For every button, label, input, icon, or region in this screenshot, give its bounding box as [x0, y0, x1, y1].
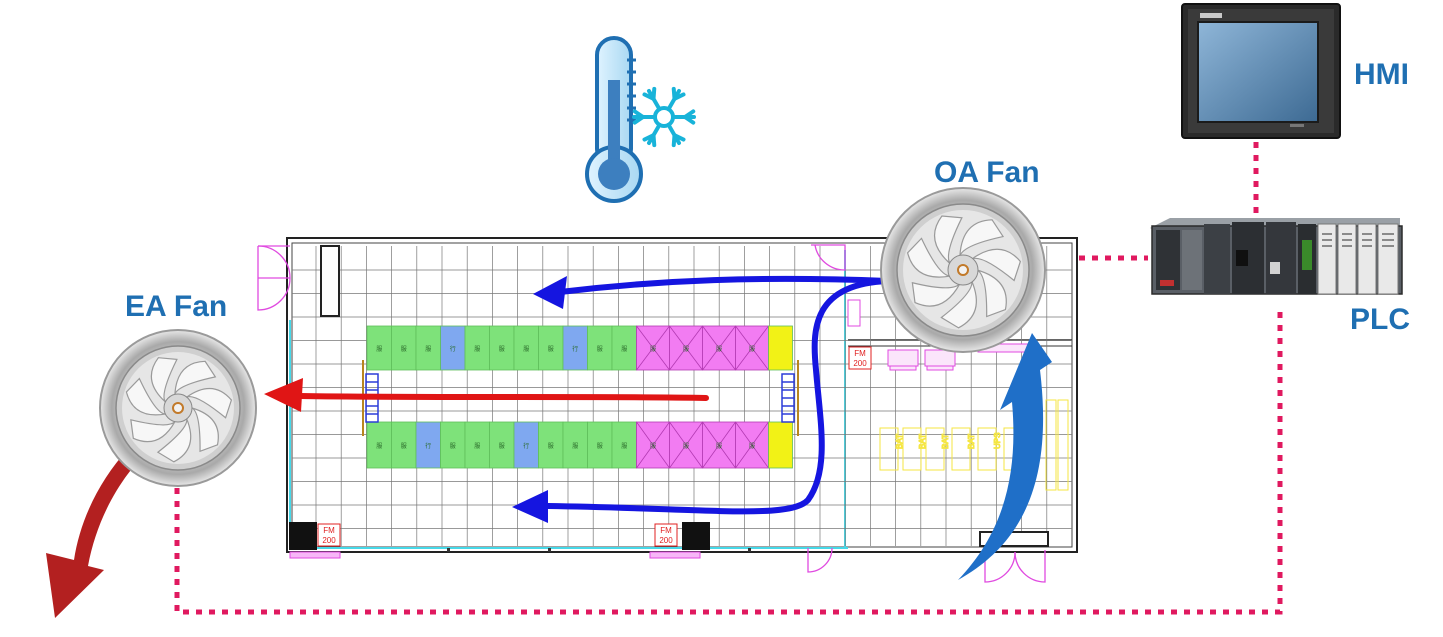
rack-label: 服	[683, 346, 689, 353]
rack-cabinet	[440, 325, 466, 371]
rack-label: 服	[621, 346, 627, 353]
rack-cabinet	[768, 421, 793, 469]
ea-fan-label: EA Fan	[125, 290, 228, 323]
rack-row-bottom: 服服行服服服行服服服服服服服服	[366, 421, 793, 469]
rack-cabinet	[415, 421, 441, 469]
rack-label: 服	[450, 443, 456, 450]
rack-label: 服	[425, 346, 431, 353]
hmi-panel-icon	[1181, 3, 1341, 139]
hot-air-arrowhead	[264, 378, 303, 412]
rack-cabinet	[391, 421, 417, 469]
rack-cabinet	[366, 325, 392, 371]
rack-label: 服	[474, 346, 480, 353]
ac-units	[887, 349, 956, 371]
fm200-tag: FM 200	[654, 523, 678, 547]
thermometer-icon	[585, 36, 643, 203]
rack-label: 服	[401, 346, 407, 353]
oa-fan-label: OA Fan	[934, 156, 1040, 189]
plc-label: PLC	[1350, 303, 1410, 336]
cold-air-path	[557, 275, 891, 295]
rack-label: 服	[597, 443, 603, 450]
rack-label: 行	[425, 442, 431, 450]
rack-cabinet	[611, 325, 637, 371]
rack-cabinet	[366, 421, 392, 469]
svg-text:BAT: BAT	[895, 434, 904, 449]
rack-cabinet	[562, 421, 588, 469]
svg-text:FM: FM	[854, 349, 866, 358]
exhaust-arrow	[46, 416, 176, 618]
rack-label: 服	[548, 443, 554, 450]
rack-label: 服	[376, 443, 382, 450]
rack-cabinet	[415, 325, 441, 371]
svg-text:FM: FM	[660, 526, 672, 535]
svg-text:BAT: BAT	[967, 434, 976, 449]
rack-cabinet	[587, 325, 613, 371]
cold-air-flow	[545, 275, 891, 515]
rack-cabinet	[513, 325, 539, 371]
rack-label: 服	[716, 346, 722, 353]
rack-label: 行	[450, 345, 456, 353]
svg-text:UPS: UPS	[993, 433, 1002, 449]
hot-air-flow	[264, 378, 709, 412]
rack-label: 服	[376, 346, 382, 353]
rack-label: 服	[749, 443, 755, 450]
rack-label: 服	[621, 443, 627, 450]
rack-cabinet	[611, 421, 637, 469]
rack-label: 服	[716, 443, 722, 450]
rack-label: 服	[572, 443, 578, 450]
rack-label: 服	[401, 443, 407, 450]
rack-label: 服	[650, 443, 656, 450]
svg-text:BAT: BAT	[918, 434, 927, 449]
intake-arrow	[958, 333, 1052, 580]
cold-air-arrowhead	[512, 490, 548, 523]
rack-label: 服	[597, 346, 603, 353]
rack-cabinet	[538, 325, 564, 371]
rack-label: 服	[683, 443, 689, 450]
rack-label: 服	[548, 346, 554, 353]
rack-label: 服	[749, 346, 755, 353]
rack-label: 行	[523, 442, 529, 450]
rack-label: 服	[499, 443, 505, 450]
svg-text:200: 200	[322, 536, 336, 545]
rack-label: 服	[523, 346, 529, 353]
oa-fan-icon	[880, 187, 1046, 353]
hmi-label: HMI	[1354, 58, 1409, 91]
rack-label: 服	[474, 443, 480, 450]
fm200-tag: FM 200	[317, 523, 341, 547]
cold-air-arrowhead	[533, 276, 567, 309]
svg-text:200: 200	[853, 359, 867, 368]
rack-cabinet	[768, 325, 793, 371]
cold-air-return	[545, 278, 891, 515]
plc-rack-icon	[1150, 218, 1403, 295]
grid-markers	[447, 548, 751, 552]
rack-cabinet	[513, 421, 539, 469]
svg-text:FM: FM	[323, 526, 335, 535]
rack-cabinet	[562, 325, 588, 371]
svg-text:BAT: BAT	[941, 434, 950, 449]
rack-cabinet	[464, 421, 490, 469]
rack-label: 行	[572, 345, 578, 353]
door-symbols	[257, 244, 1046, 583]
snowflake-icon	[632, 86, 696, 148]
rack-cabinet	[587, 421, 613, 469]
rack-row-top: 服服服行服服服服行服服服服服服	[366, 325, 793, 371]
rack-label: 服	[650, 346, 656, 353]
svg-text:200: 200	[659, 536, 673, 545]
rack-label: 服	[499, 346, 505, 353]
ea-fan-icon	[99, 329, 257, 487]
fm200-tag: FM 200	[848, 346, 872, 370]
